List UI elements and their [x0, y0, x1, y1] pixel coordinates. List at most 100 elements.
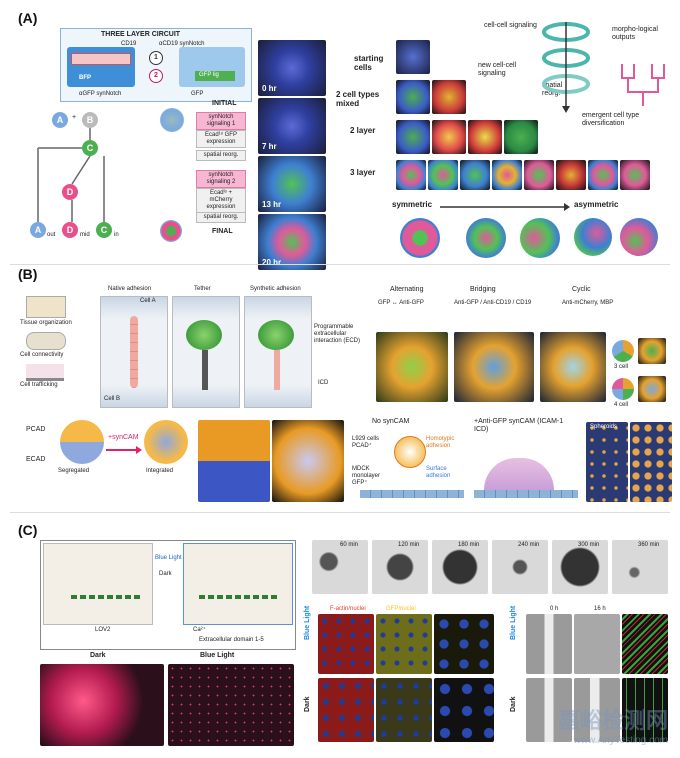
mode-alternating-title: Alternating [390, 286, 424, 293]
time-360: 360 min [638, 542, 660, 548]
blue-gfp-img [376, 614, 432, 674]
sym-sphere-2 [466, 218, 506, 258]
anti-gfp-syncam-label: +Anti-GFP synCAM (ICAM-1 ICD) [474, 418, 564, 433]
segregated-img [198, 420, 270, 502]
panel-c-label: (C) [18, 522, 38, 538]
separator-a-b [10, 264, 670, 265]
factin-label: F-actin/nuclei [330, 606, 366, 612]
native-adhesion-title: Native adhesion [108, 286, 152, 292]
bfp-label: BFP [79, 75, 91, 81]
node-c-1: C [82, 140, 98, 156]
timelapse-20hr: 20 hr [258, 214, 326, 270]
panel-b-label: (B) [18, 266, 38, 282]
segregated-cluster [60, 420, 104, 464]
mode-bridging-title: Bridging [470, 286, 496, 293]
gfp-nuclei-label: GFP/nuclei [386, 606, 416, 612]
separator-b-c [10, 512, 670, 513]
two-layer-img-1 [396, 120, 430, 154]
surface-label: Surface adhesion [426, 466, 451, 479]
spiral-icon [542, 22, 590, 113]
wound-blue-track [622, 614, 668, 674]
anti-gfp-monolayer [474, 490, 578, 498]
homotypic-label: Homotypic adhesion [426, 436, 455, 449]
row-2-cell-types: 2 cell types mixed [336, 90, 380, 108]
alternating-img [376, 332, 448, 402]
wound-blue-16h [574, 614, 620, 674]
blue-light-dispersed-img [168, 664, 294, 746]
plus-sign: + [72, 114, 77, 121]
mdck-label: MDCK monolayer GFP⁺ [352, 466, 381, 486]
spatial-reorg-2: spatial reorg. [196, 212, 246, 223]
initial-cluster [160, 108, 184, 132]
bf-60min [312, 540, 368, 594]
row-2-layer: 2 layer [350, 126, 376, 135]
row-dark: Dark [304, 696, 311, 712]
time-0-label: 0 hr [262, 84, 277, 93]
cell-a-inner [71, 53, 131, 65]
green-chain-dark [71, 595, 141, 599]
blue-light-image-label: Blue Light [200, 652, 235, 659]
three-layer-circuit-box: THREE LAYER CIRCUIT CD19 αCD19 synNotch … [60, 28, 252, 102]
wound-dark-16h [574, 678, 620, 742]
asymmetric-label: asymmetric [574, 200, 619, 209]
tether-title: Tether [194, 286, 211, 292]
emergent-diversification: emergent cell type diversification [582, 112, 640, 127]
bf-120min [372, 540, 428, 594]
ecd-label: Programmable extracellular interaction (… [314, 324, 361, 344]
mode-alternating-sub: GFP ↔ Anti-GFP [378, 300, 424, 306]
integrated-cluster [144, 420, 188, 464]
time-240: 240 min [518, 542, 540, 548]
sym-sphere-3 [520, 218, 560, 258]
cd19-synnotch-label: αCD19 synNotch [159, 41, 205, 47]
node-d-mid: D [62, 222, 78, 238]
node-c-in: C [96, 222, 112, 238]
two-layer-img-3 [468, 120, 502, 154]
gfp-label: GFP [191, 91, 204, 97]
cell-connectivity-label: Cell connectivity [20, 352, 64, 358]
three-cell-img [638, 338, 666, 364]
no-syncam-cluster [394, 436, 426, 468]
segregated-label: Segregated [58, 468, 90, 474]
blue-state-box [183, 543, 293, 625]
synthetic-pink-bar [274, 350, 280, 390]
pcad-label: PCAD [26, 426, 46, 433]
final-cluster [160, 220, 182, 242]
blue-zoom-img [434, 614, 494, 674]
bf-360min [612, 540, 668, 594]
four-cell-icon [612, 378, 634, 400]
panel-a-label: (A) [18, 10, 38, 26]
syncam-arrow [106, 446, 142, 454]
final-label: FINAL [212, 228, 233, 235]
syncam-label: +synCAM [108, 434, 139, 441]
mode-cyclic-sub: Anti-mCherry, MBP [562, 300, 614, 306]
time-20-label: 20 hr [262, 258, 282, 267]
three-layer-img-2 [428, 160, 458, 190]
sym-sphere-5 [620, 218, 658, 256]
watermark-url: www.AnyTesting.com [573, 735, 668, 746]
tether-dark-bar [202, 350, 208, 390]
wound-dark-track [622, 678, 668, 742]
starting-cells-img [396, 40, 430, 74]
mode-bridging-sub: Anti-GFP / Anti-CD19 / CD19 [454, 300, 532, 306]
wound-dark-0h [526, 678, 572, 742]
icd-label: ICD [318, 380, 329, 386]
bf-300min [552, 540, 608, 594]
three-layer-img-6 [556, 160, 586, 190]
row-blue-light: Blue Light [304, 605, 311, 640]
mixed-img-1 [396, 80, 430, 114]
synnotch-signaling-1: synNotch signaling 1 [196, 112, 246, 130]
dark-arrow-label: Dark [159, 571, 172, 577]
dark-state-box [43, 543, 153, 625]
label-in: in [114, 232, 119, 238]
cyclic-img [540, 332, 606, 402]
spatial-reorg-1: spatial reorg. [196, 150, 246, 161]
cd19-label: CD19 [121, 41, 137, 47]
cell-trafficking-icon [26, 364, 64, 381]
time-7-label: 7 hr [262, 142, 277, 151]
time-60: 60 min [340, 542, 359, 548]
three-cell-icon [612, 340, 634, 362]
fate-arrows [37, 128, 105, 222]
gfp-synnotch-label: αGFP synNotch [79, 91, 122, 97]
circuit-title: THREE LAYER CIRCUIT [101, 31, 181, 38]
dark-aggregate-img [40, 664, 164, 746]
